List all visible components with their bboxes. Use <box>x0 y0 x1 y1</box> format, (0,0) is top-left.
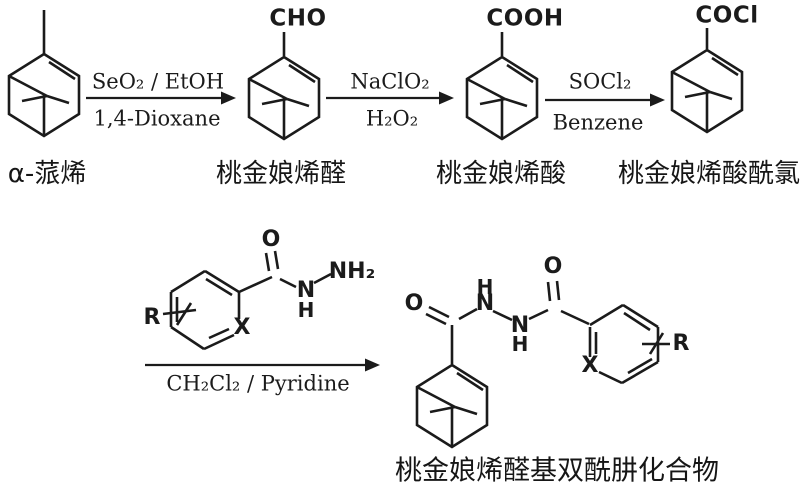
cooh-label: COOH <box>486 5 564 32</box>
reaction-arrow-2 <box>326 91 454 105</box>
product-o-right-label: O <box>543 254 563 279</box>
step2-reagent-top: NaClO₂ <box>350 69 430 94</box>
compound2-name: 桃金娘烯醛 <box>215 159 347 189</box>
r-bond <box>162 308 197 316</box>
cho-label: CHO <box>269 5 327 32</box>
step4-reagent-bottom: CH₂Cl₂ / Pyridine <box>166 371 350 396</box>
compound4-name: 桃金娘烯酸酰氯 <box>617 159 800 189</box>
cocl-label: COCl <box>695 2 759 29</box>
reaction-arrow-1 <box>86 91 236 105</box>
reaction-arrow-3 <box>545 93 665 107</box>
step1-reagent-top: SeO₂ / EtOH <box>91 69 225 94</box>
step3-reagent-top: SOCl₂ <box>568 69 632 94</box>
product-n-left-label: N <box>475 291 495 316</box>
hydrazide-x-label: X <box>233 315 251 340</box>
compound3-name: 桃金娘烯酸 <box>435 159 567 189</box>
myrtenoyl-chloride-structure <box>670 28 744 134</box>
aryl-hydrazide-structure <box>162 250 332 351</box>
hydrazide-n-label: N <box>296 278 316 303</box>
n-nh2-bond <box>313 272 332 285</box>
variable-position-slash <box>175 302 193 326</box>
product-h-bottom-label: H <box>511 332 529 356</box>
variable-position-slash <box>648 332 665 355</box>
alpha-pinene-structure <box>7 10 81 138</box>
product-x-label: X <box>581 353 599 378</box>
c-n-bond <box>279 277 297 289</box>
myrtenal-structure <box>247 32 321 141</box>
hydrazide-h-label: H <box>297 298 315 322</box>
product-o-left-label: O <box>404 291 424 316</box>
hydrazide-r-label: R <box>143 305 161 330</box>
hydrazide-o-label: O <box>261 227 281 252</box>
reaction-arrow-4 <box>145 358 380 372</box>
step1-reagent-bottom: 1,4-Dioxane <box>93 106 221 131</box>
product-h-top-label: H <box>476 275 494 299</box>
product-r-label: R <box>672 331 690 356</box>
product-n-right-label: N <box>510 313 530 338</box>
myrtenic-acid-structure <box>465 32 539 141</box>
product-name: 桃金娘烯醛基双酰肼化合物 <box>395 455 719 487</box>
step2-reagent-bottom: H₂O₂ <box>365 106 419 131</box>
ring-carbonyl-bond <box>238 275 273 294</box>
product-structure <box>415 280 670 449</box>
compound1-name: α-蒎烯 <box>7 159 87 189</box>
step3-reagent-bottom: Benzene <box>552 110 644 135</box>
n-n-bond <box>492 309 513 322</box>
hydrazide-nh2-label: NH₂ <box>328 259 376 284</box>
